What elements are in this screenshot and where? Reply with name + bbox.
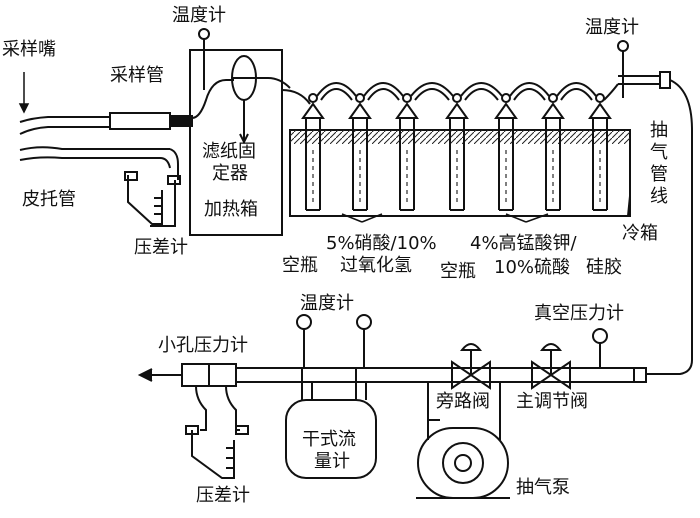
label-sampling-tube: 采样管 (110, 65, 164, 86)
label-heating-box: 加热箱 (204, 199, 258, 220)
label-pump: 抽气泵 (516, 477, 570, 498)
impinger-1 (301, 93, 325, 211)
impinger-4 (445, 93, 469, 211)
impinger-connectors (316, 82, 597, 101)
label-main-valve: 主调节阀 (516, 391, 588, 412)
impinger-5 (494, 93, 518, 211)
label-thermometer-bottom: 温度计 (300, 293, 354, 314)
impinger-6 (541, 93, 565, 211)
label-sampling-nozzle: 采样嘴 (2, 39, 56, 60)
manometer-bottom (185, 385, 249, 479)
thermometer-top-left-icon (198, 28, 210, 90)
impinger-3 (395, 93, 419, 211)
thermometer-bottom-right-icon (356, 314, 372, 368)
label-thermometer-top-left: 温度计 (172, 5, 226, 26)
label-cold-box: 冷箱 (622, 223, 658, 244)
label-dry-gas-meter-2: 量计 (314, 451, 350, 472)
dry-gas-meter (285, 368, 377, 479)
pointer-arrows (18, 72, 549, 223)
label-filter-holder-1: 滤纸固 (202, 141, 256, 162)
thermometer-bottom-left-icon (296, 314, 312, 368)
main-valve (531, 343, 571, 390)
bypass-valve (451, 343, 491, 390)
sampling-nozzle (19, 116, 110, 135)
label-bypass-valve: 旁路阀 (436, 391, 490, 412)
label-dry-gas-meter-1: 干式流 (302, 429, 356, 450)
filter-holder (191, 55, 291, 145)
cold-box-pointer (627, 195, 631, 217)
label-empty-bottle-1: 空瓶 (282, 255, 318, 276)
heating-box (189, 49, 283, 236)
label-kmno4-2: 10%硫酸 (494, 257, 571, 278)
vacuum-gauge-icon (592, 328, 608, 368)
label-hno3-1: 5%硝酸/10% (326, 233, 437, 254)
cold-box (289, 129, 631, 217)
label-thermometer-top-right: 温度计 (585, 17, 639, 38)
connector (281, 89, 311, 105)
impinger-liquid (312, 150, 601, 206)
impinger-7 (588, 93, 612, 211)
thermometer-top-right-icon (603, 40, 671, 101)
main-gas-line (137, 363, 634, 387)
suction-line (646, 79, 693, 375)
label-filter-holder-2: 定器 (212, 163, 248, 184)
suction-line-coupling (633, 367, 647, 383)
label-pitot-tube: 皮托管 (22, 189, 76, 210)
pump (416, 382, 510, 499)
label-suction-line: 抽气管线 (650, 120, 668, 207)
label-silica-gel: 硅胶 (586, 257, 622, 278)
label-orifice-gauge: 小孔压力计 (158, 335, 248, 356)
label-manometer-top: 压差计 (134, 237, 188, 258)
label-vacuum-gauge: 真空压力计 (534, 303, 624, 324)
label-empty-bottle-2: 空瓶 (440, 261, 476, 282)
sampling-tube (109, 112, 193, 130)
label-manometer-bottom: 压差计 (196, 485, 250, 506)
impinger-2 (348, 93, 372, 211)
manometer-top (124, 171, 181, 227)
label-kmno4-1: 4%高锰酸钾/ (470, 233, 577, 254)
label-hno3-2: 过氧化氢 (340, 255, 412, 276)
pitot-tube (19, 146, 179, 180)
